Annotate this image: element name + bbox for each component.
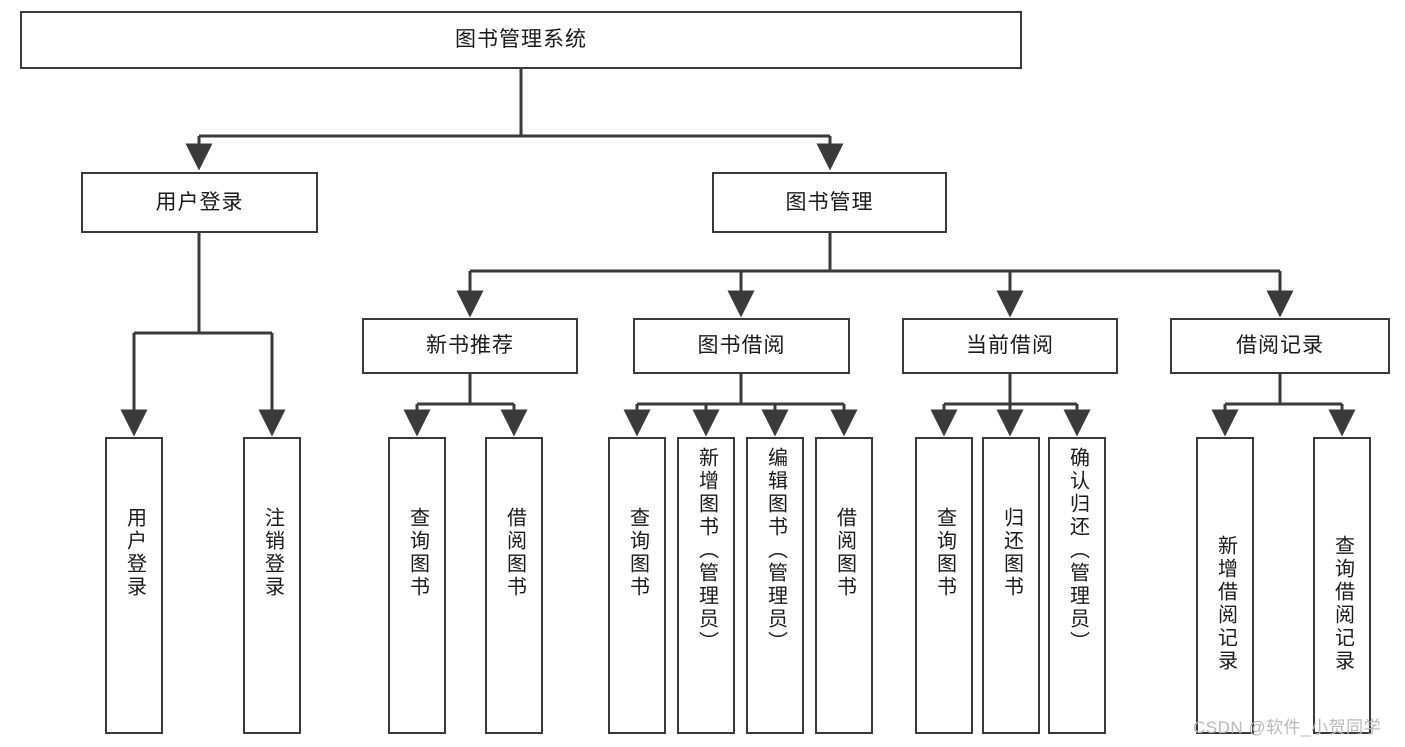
node-current-borrow-label: 当前借阅	[966, 334, 1054, 358]
csdn-watermark: CSDN @软件_小贺同学	[1193, 718, 1382, 737]
node-user-login[interactable]: 用户登录	[81, 172, 318, 233]
node-leaf-edit-book-label: 编辑图书（管理员）	[764, 447, 787, 654]
node-leaf-edit-book[interactable]: 编辑图书（管理员）	[746, 437, 804, 734]
node-leaf-return-book[interactable]: 归还图书	[982, 437, 1040, 734]
node-leaf-user-login[interactable]: 用户登录	[105, 437, 163, 734]
node-book-borrow[interactable]: 图书借阅	[633, 318, 850, 374]
node-leaf-add-book-label: 新增图书（管理员）	[695, 447, 718, 654]
node-root-system-label: 图书管理系统	[455, 28, 587, 52]
node-user-login-label: 用户登录	[155, 190, 244, 214]
node-root-system[interactable]: 图书管理系统	[20, 11, 1022, 69]
node-book-management[interactable]: 图书管理	[712, 172, 947, 233]
node-leaf-add-book[interactable]: 新增图书（管理员）	[677, 437, 735, 734]
node-leaf-query-book-current-label: 查询图书	[933, 507, 956, 599]
node-book-borrow-label: 图书借阅	[697, 334, 786, 358]
node-leaf-add-borrow-record-label: 新增借阅记录	[1214, 535, 1237, 673]
node-borrow-record-label: 借阅记录	[1236, 334, 1324, 358]
node-leaf-query-book-recommend-label: 查询图书	[406, 507, 429, 599]
node-leaf-logout[interactable]: 注销登录	[243, 437, 301, 734]
node-leaf-query-book-borrow-label: 查询图书	[626, 507, 649, 599]
node-current-borrow[interactable]: 当前借阅	[902, 318, 1118, 374]
node-new-book-recommend[interactable]: 新书推荐	[362, 318, 578, 374]
node-leaf-user-login-label: 用户登录	[123, 507, 146, 599]
node-leaf-borrow-book-recommend[interactable]: 借阅图书	[485, 437, 543, 734]
node-leaf-query-borrow-record[interactable]: 查询借阅记录	[1313, 437, 1371, 734]
node-leaf-confirm-return-label: 确认归还（管理员）	[1066, 447, 1089, 654]
node-leaf-query-borrow-record-label: 查询借阅记录	[1331, 535, 1354, 673]
node-new-book-recommend-label: 新书推荐	[426, 334, 514, 358]
node-leaf-confirm-return[interactable]: 确认归还（管理员）	[1048, 437, 1106, 734]
node-leaf-borrow-book-label: 借阅图书	[833, 507, 856, 599]
node-leaf-query-book-current[interactable]: 查询图书	[915, 437, 973, 734]
node-leaf-borrow-book[interactable]: 借阅图书	[815, 437, 873, 734]
node-leaf-add-borrow-record[interactable]: 新增借阅记录	[1196, 437, 1254, 734]
node-leaf-query-book-borrow[interactable]: 查询图书	[608, 437, 666, 734]
node-leaf-query-book-recommend[interactable]: 查询图书	[388, 437, 446, 734]
node-leaf-logout-label: 注销登录	[261, 507, 284, 599]
node-leaf-return-book-label: 归还图书	[1000, 507, 1023, 599]
node-book-management-label: 图书管理	[785, 190, 874, 214]
node-borrow-record[interactable]: 借阅记录	[1170, 318, 1390, 374]
node-leaf-borrow-book-recommend-label: 借阅图书	[503, 507, 526, 599]
